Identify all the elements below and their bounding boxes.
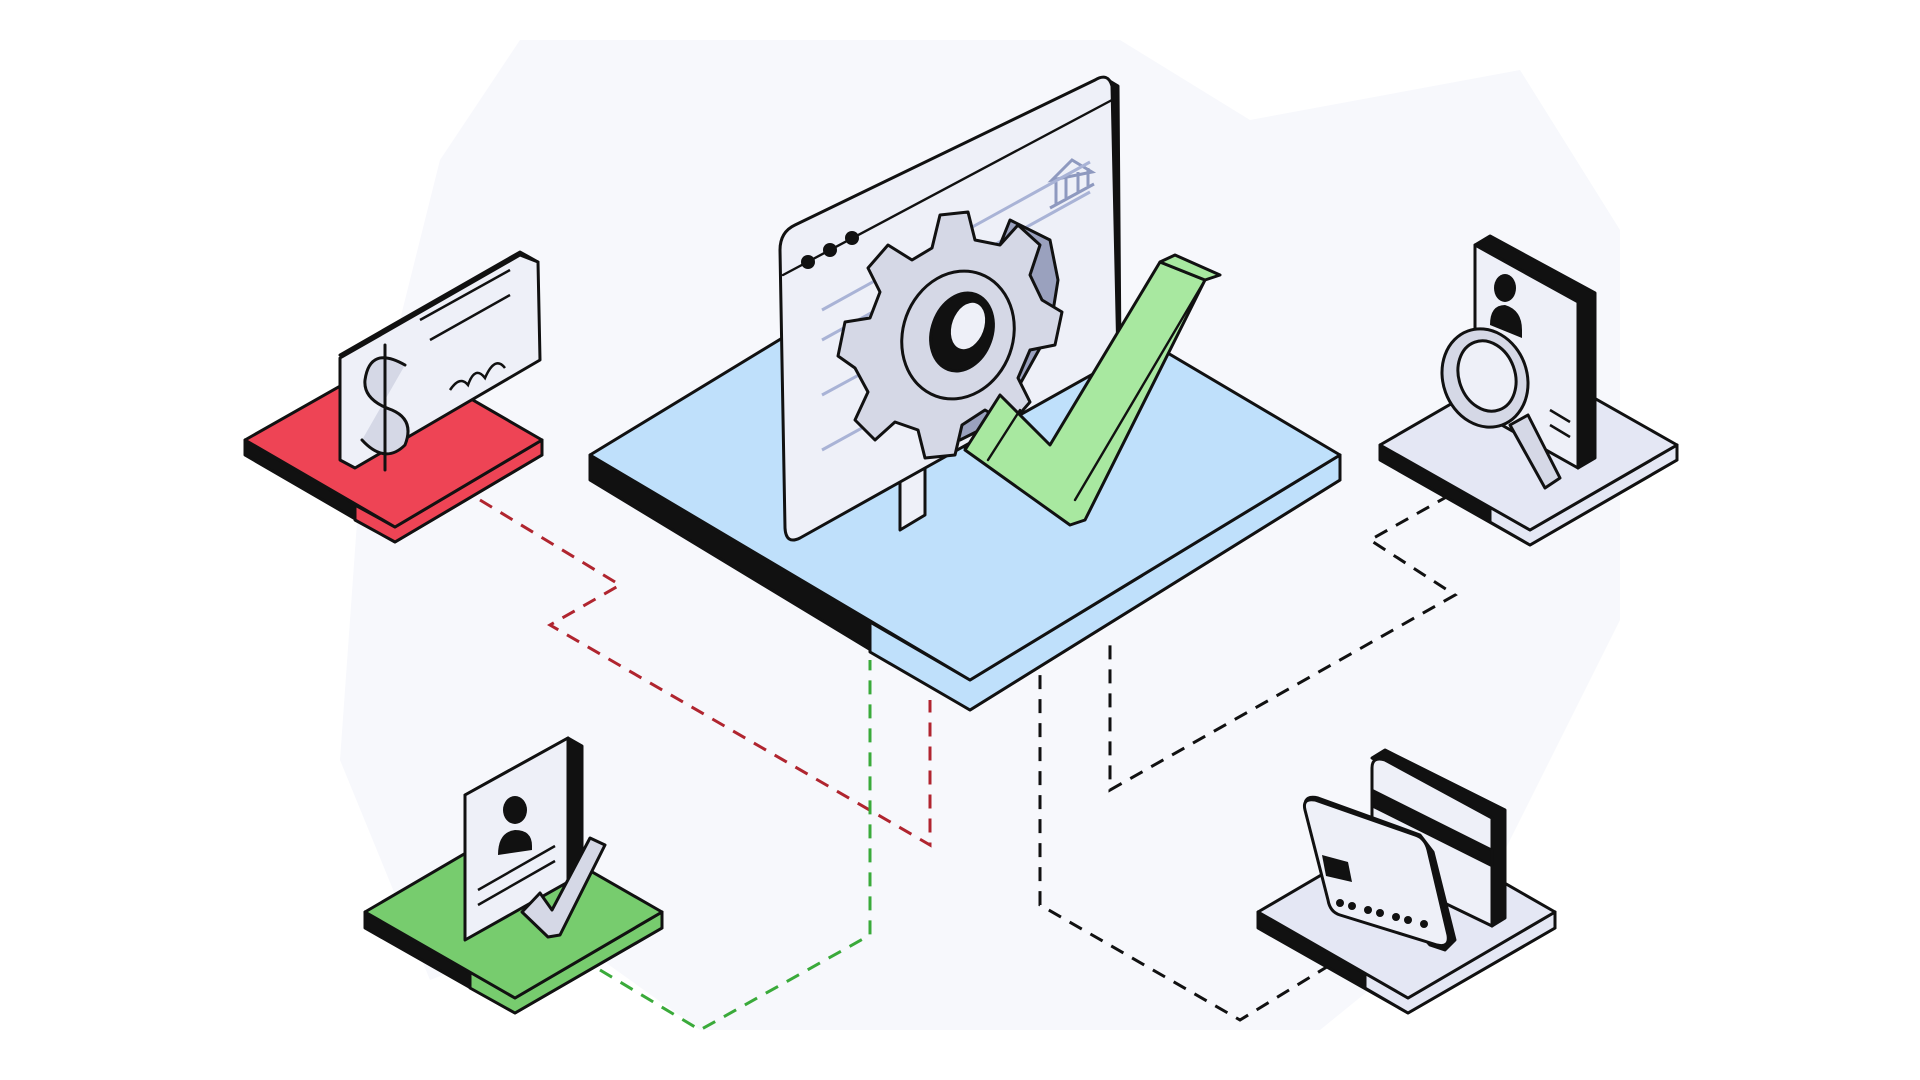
profile-lines: [477, 844, 556, 907]
connector-search-to-center: [1108, 493, 1458, 793]
window-control-dot: [823, 243, 837, 257]
gear-hub-hole: [950, 302, 986, 350]
checkmark-top: [1158, 253, 1222, 282]
connector-profile-to-center: [599, 660, 872, 1032]
node-profile-search: [1378, 234, 1679, 547]
back-card-stripe: [1370, 788, 1494, 868]
browser-window-titlebar: [781, 98, 1114, 277]
back-card: [1370, 757, 1494, 928]
signature-icon: [448, 362, 506, 391]
check-lines: [419, 268, 511, 342]
window-control-dot: [845, 231, 859, 245]
connector-lines: [479, 493, 1458, 1032]
window-control-dot: [801, 255, 815, 269]
checkmark-crease: [986, 278, 1207, 502]
dollar-sign-icon: [360, 343, 410, 472]
node-credit-cards: [1256, 748, 1557, 1015]
checkmark-icon: [963, 253, 1222, 527]
card-chip-icon: [1322, 855, 1352, 882]
connector-cards-to-center: [1038, 665, 1331, 1022]
gear-icon: [836, 210, 1064, 460]
avatar-icon: [498, 796, 532, 855]
magnifier-icon: [1440, 327, 1562, 490]
search-doc-lines: [1549, 408, 1571, 439]
card-number-dots: [1336, 899, 1428, 928]
front-card: [1303, 798, 1450, 947]
node-verified-profile: [363, 736, 664, 1015]
small-checkmark-icon: [520, 836, 607, 939]
avatar-icon: [1490, 274, 1522, 338]
connector-check-to-center: [479, 498, 932, 848]
node-dollar-check: [243, 250, 544, 544]
